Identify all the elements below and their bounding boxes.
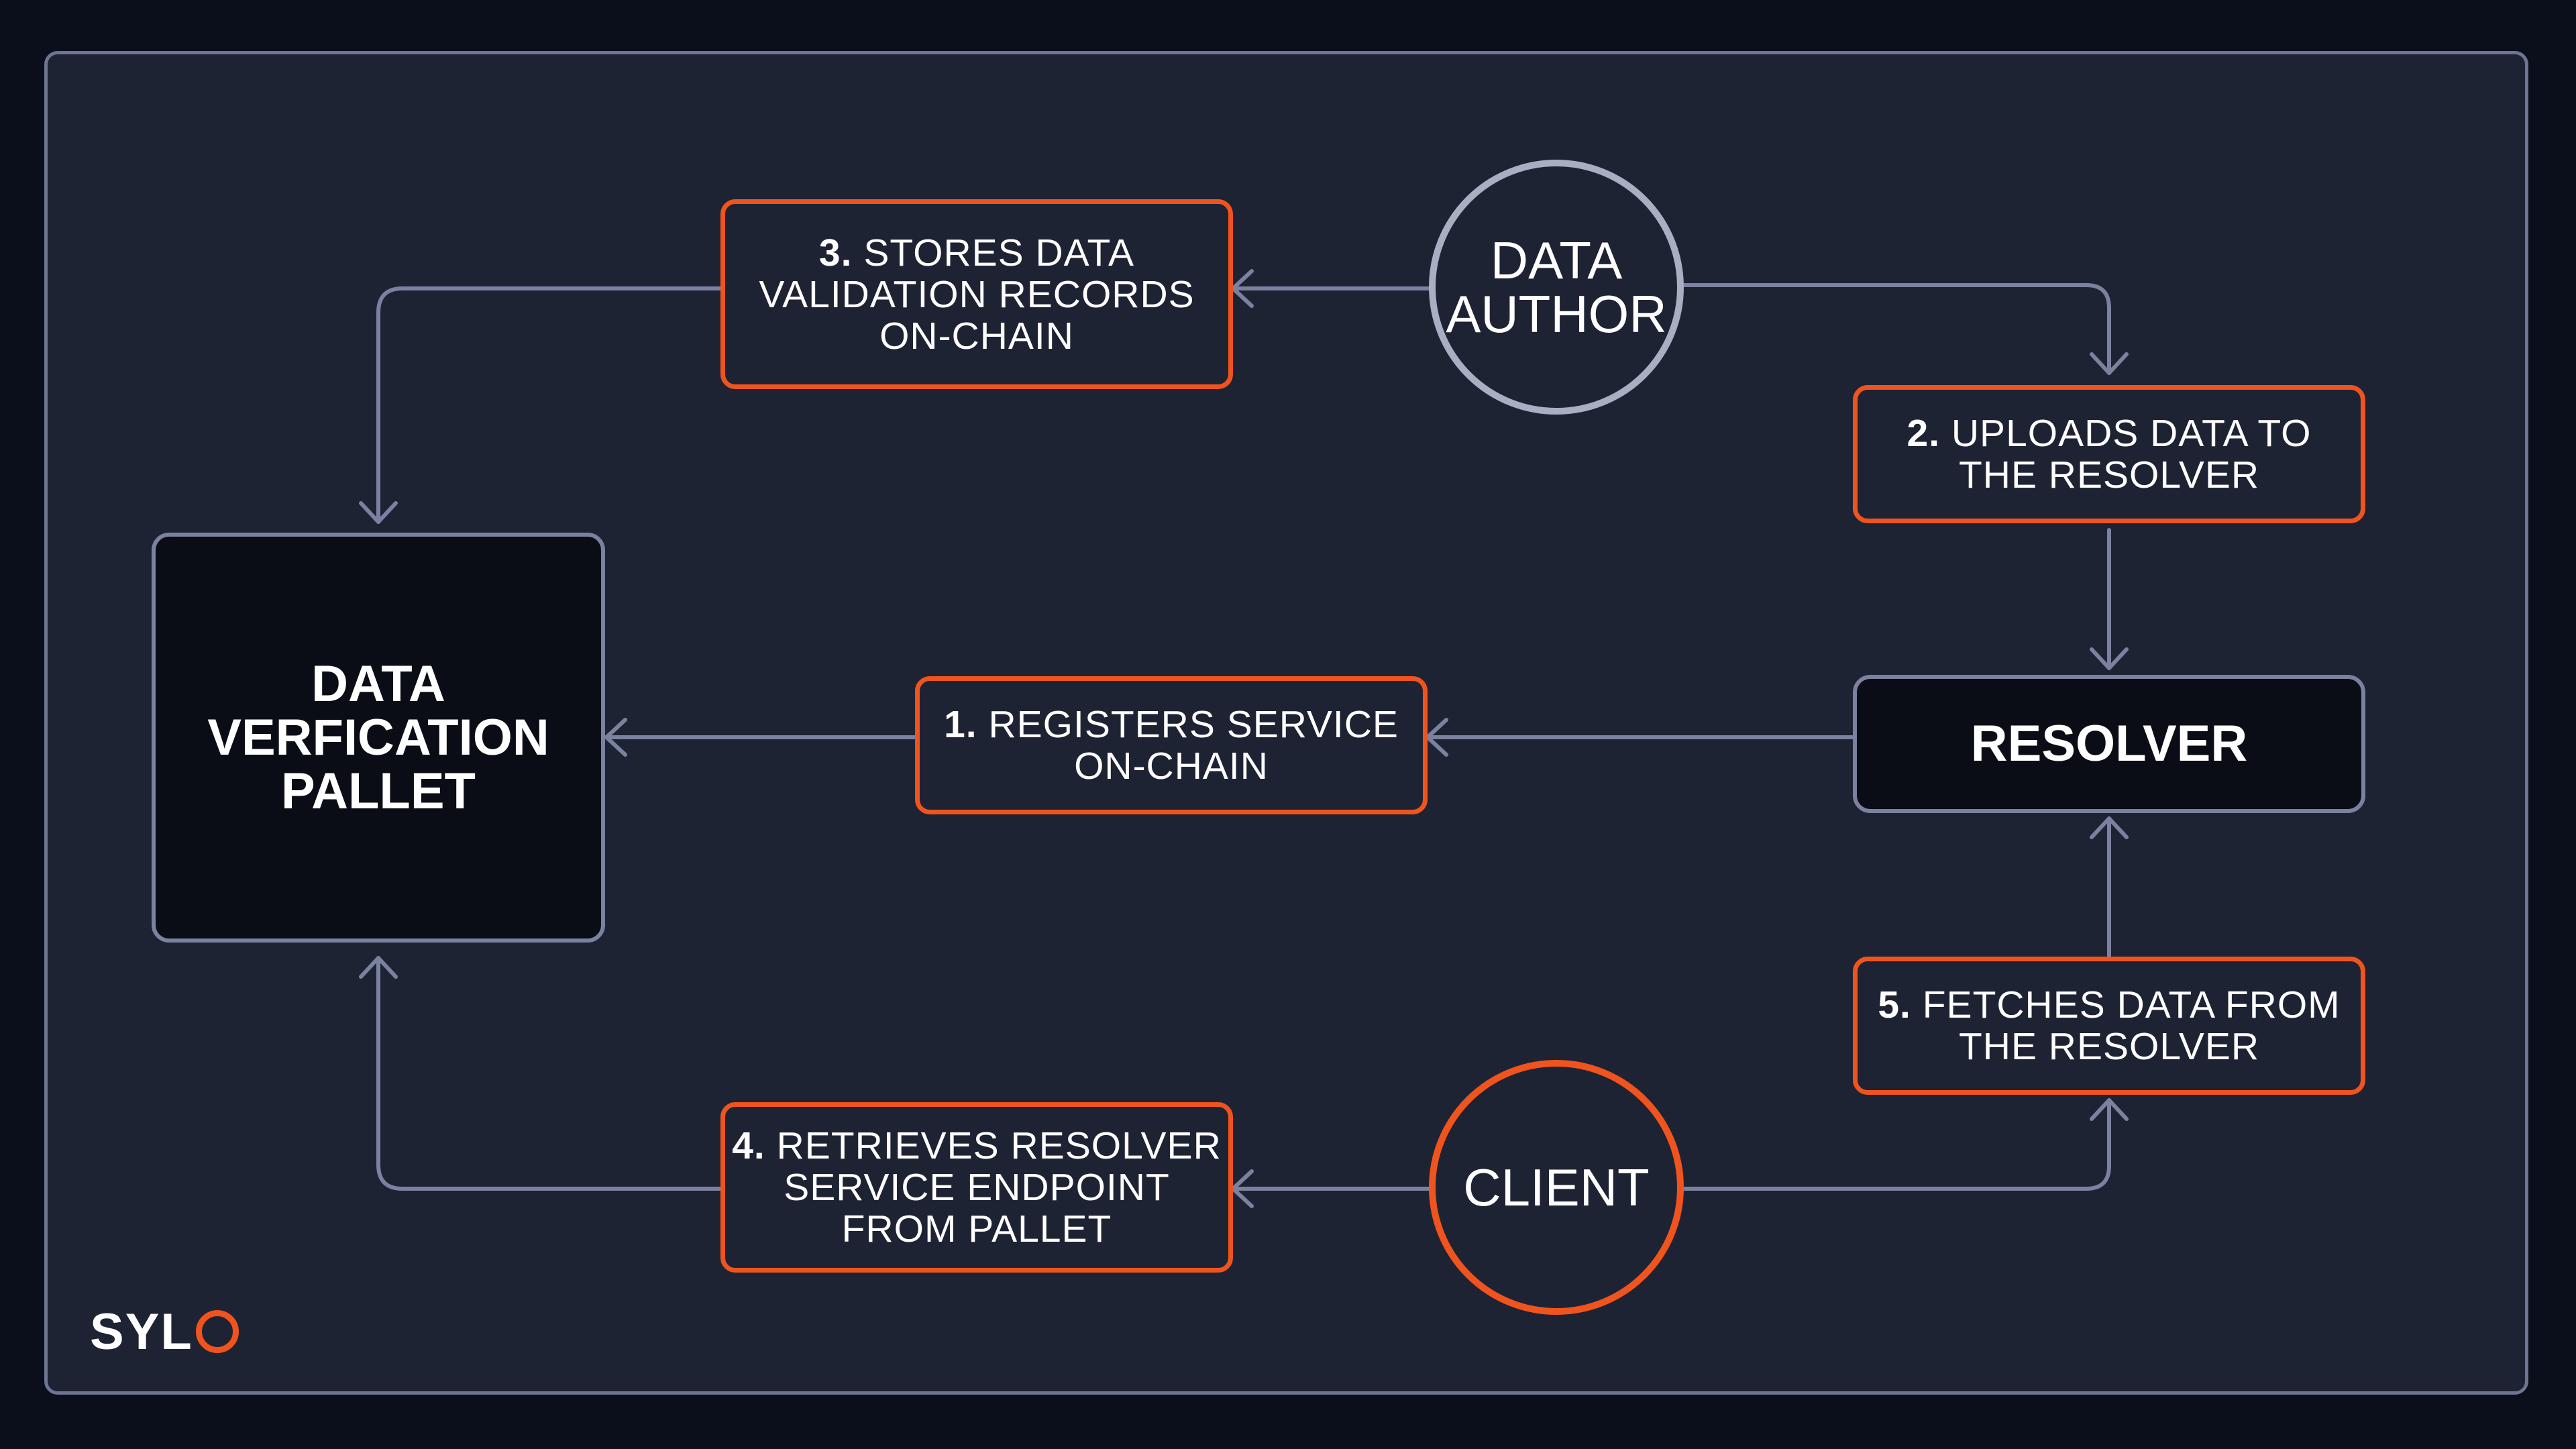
step-5-line-2: THE RESOLVER	[1958, 1025, 2260, 1068]
step-4-box: 4. RETRIEVES RESOLVER SERVICE ENDPOINT F…	[720, 1102, 1233, 1273]
connector-step4-to-pallet	[376, 956, 722, 1191]
connector-step3-to-pallet	[376, 286, 722, 524]
step-2-text-1: UPLOADS DATA TO	[1951, 412, 2312, 455]
pallet-label-line-3: PALLET	[281, 762, 476, 820]
data-author-label-line-1: DATA	[1490, 231, 1623, 290]
resolver-node: RESOLVER	[1853, 675, 2365, 813]
step-5-box: 5. FETCHES DATA FROM THE RESOLVER	[1853, 957, 2365, 1095]
ring-o-icon	[195, 1310, 239, 1353]
step-5-number: 5.	[1878, 983, 1911, 1026]
step-2-line-1: 2. UPLOADS DATA TO	[1907, 413, 2312, 454]
arrowhead-step4	[1231, 1169, 1254, 1208]
step-1-number: 1.	[944, 703, 977, 746]
step-4-line-1: 4. RETRIEVES RESOLVER	[732, 1125, 1222, 1167]
step-1-line-2: ON-CHAIN	[1074, 745, 1269, 788]
step-1-line-1: 1. REGISTERS SERVICE	[944, 704, 1399, 745]
arrowhead-resolver-top	[2090, 647, 2129, 670]
connector-client-to-step5	[1679, 1098, 2111, 1191]
arrowhead-step5	[2090, 1098, 2129, 1121]
step-3-text-1: STORES DATA	[863, 231, 1135, 274]
step-2-number: 2.	[1907, 412, 1941, 455]
step-2-box: 2. UPLOADS DATA TO THE RESOLVER	[1853, 385, 2365, 523]
step-4-line-2: SERVICE ENDPOINT	[784, 1166, 1170, 1209]
pallet-node: DATA VERFICATION PALLET	[152, 533, 605, 943]
step-3-line-2: VALIDATION RECORDS	[759, 272, 1195, 316]
step-3-box: 3. STORES DATA VALIDATION RECORDS ON-CHA…	[720, 199, 1233, 389]
step-5-text-1: FETCHES DATA FROM	[1922, 983, 2341, 1026]
connector-author-to-step2	[1679, 283, 2111, 375]
arrowhead-pallet-bottom	[359, 956, 398, 979]
client-node: CLIENT	[1429, 1060, 1684, 1315]
pallet-label-line-2: VERFICATION	[207, 708, 549, 766]
arrowhead-step1	[1426, 718, 1448, 757]
arrowhead-resolver-bottom	[2090, 816, 2129, 839]
resolver-label: RESOLVER	[1970, 715, 2248, 772]
step-3-number: 3.	[818, 231, 853, 274]
step-3-line-1: 3. STORES DATA	[819, 232, 1134, 274]
step-4-number: 4.	[732, 1124, 765, 1167]
step-5-line-1: 5. FETCHES DATA FROM	[1878, 984, 2340, 1026]
pallet-label-line-1: DATA	[311, 655, 445, 712]
step-4-text-1: RETRIEVES RESOLVER	[776, 1124, 1222, 1167]
sylo-logo: SYL	[90, 1303, 239, 1360]
client-label: CLIENT	[1463, 1158, 1650, 1217]
arrowhead-step2	[2090, 352, 2129, 375]
step-2-line-2: THE RESOLVER	[1958, 453, 2260, 496]
arrowhead-pallet-right	[604, 718, 627, 757]
logo-text: SYL	[90, 1303, 193, 1360]
data-author-node: DATA AUTHOR	[1429, 160, 1684, 415]
arrowhead-pallet-top	[359, 501, 398, 524]
step-4-line-3: FROM PALLET	[841, 1208, 1112, 1250]
step-1-text-1: REGISTERS SERVICE	[988, 703, 1399, 746]
arrowhead-step3	[1231, 269, 1254, 308]
step-3-line-3: ON-CHAIN	[879, 314, 1074, 358]
data-author-label-line-2: AUTHOR	[1446, 284, 1667, 343]
step-1-box: 1. REGISTERS SERVICE ON-CHAIN	[915, 676, 1428, 814]
